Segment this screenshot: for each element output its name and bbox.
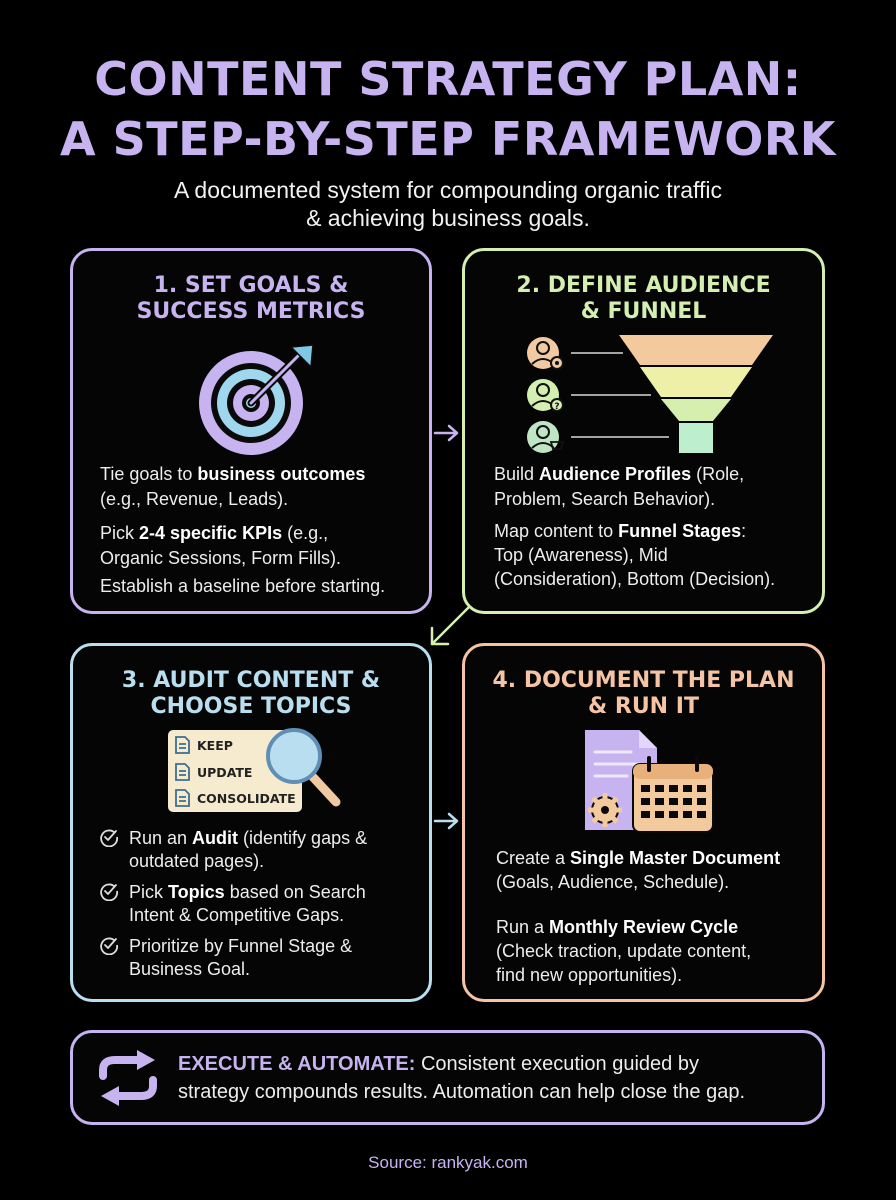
- step-3-bullet-3-line-1: Prioritize by Funnel Stage &: [129, 936, 353, 956]
- step-4-card: 4. DOCUMENT THE PLAN & RUN IT: [462, 643, 825, 1002]
- repeat-icon: [93, 1050, 163, 1111]
- execute-banner: EXECUTE & AUTOMATE: Consistent execution…: [70, 1030, 825, 1125]
- audit-label-update: UPDATE: [197, 765, 252, 780]
- page-title-line-1: CONTENT STRATEGY PLAN:: [94, 52, 802, 106]
- step-4-line-4: (Check traction, update content,: [496, 941, 752, 961]
- funnel-icon: ?: [523, 333, 783, 463]
- magnifier-icon: KEEP UPDATE CONSOLIDATE: [166, 726, 346, 821]
- calendar-icon: [579, 726, 719, 841]
- persona-question-icon: ?: [527, 379, 564, 412]
- arrow-down-left-icon: [424, 604, 472, 657]
- step-2-line-4: Top (Awareness), Mid: [494, 545, 668, 565]
- check-circle-icon: [99, 935, 119, 960]
- step-1-title-line-1: 1. SET GOALS &: [153, 273, 349, 298]
- check-circle-icon: [99, 827, 119, 852]
- persona-gear-icon: [527, 337, 564, 370]
- gear-icon: [588, 793, 622, 827]
- step-1-line-2: (e.g., Revenue, Leads).: [100, 489, 289, 509]
- step-3-bullet-2-line-2: Intent & Competitive Gaps.: [129, 905, 345, 925]
- step-2-line-5: (Consideration), Bottom (Decision).: [494, 569, 776, 589]
- step-2-line-1: Build Audience Profiles (Role,: [494, 464, 745, 484]
- step-2-card: 2. DEFINE AUDIENCE & FUNNEL ?: [462, 248, 825, 614]
- step-3-title-line-1: 3. AUDIT CONTENT &: [121, 668, 381, 693]
- step-4-title-line-2: & RUN IT: [588, 694, 699, 719]
- step-3-bullet-3-line-2: Business Goal.: [129, 959, 251, 979]
- persona-cart-icon: [527, 421, 565, 453]
- step-3-title-line-2: CHOOSE TOPICS: [150, 694, 352, 719]
- step-4-line-5: find new opportunities).: [496, 965, 683, 985]
- arrow-right-icon: [433, 422, 461, 449]
- source-credit: Source: rankyak.com: [368, 1153, 528, 1172]
- step-3-bullet-1-line-2: outdated pages).: [129, 851, 265, 871]
- calendar-grid-icon: [632, 756, 714, 833]
- step-1-line-3: Pick 2-4 specific KPIs (e.g.,: [100, 523, 329, 543]
- banner-line-2: strategy compounds results. Automation c…: [178, 1081, 746, 1103]
- check-circle-icon: [99, 881, 119, 906]
- target-icon: [191, 341, 321, 466]
- banner-line-1: EXECUTE & AUTOMATE: Consistent execution…: [178, 1053, 699, 1075]
- step-3-bullet-1-line-1: Run an Audit (identify gaps &: [129, 828, 368, 848]
- step-2-line-2: Problem, Search Behavior).: [494, 489, 716, 509]
- step-2-line-3: Map content to Funnel Stages:: [494, 521, 747, 541]
- step-1-card: 1. SET GOALS & SUCCESS METRICS Tie goals…: [70, 248, 432, 614]
- step-1-line-5: Establish a baseline before starting.: [100, 576, 386, 596]
- step-2-title-line-2: & FUNNEL: [580, 299, 707, 324]
- step-1-title-line-2: SUCCESS METRICS: [136, 299, 366, 324]
- subtitle-line-2: & achieving business goals.: [306, 205, 590, 231]
- step-1-line-1: Tie goals to business outcomes: [100, 464, 366, 484]
- step-4-line-2: (Goals, Audience, Schedule).: [496, 872, 730, 892]
- step-2-title-line-1: 2. DEFINE AUDIENCE: [516, 273, 771, 298]
- page-title-line-2: A STEP-BY-STEP FRAMEWORK: [60, 112, 836, 166]
- step-3-bullet-2-line-1: Pick Topics based on Search: [129, 882, 366, 902]
- arrow-right-icon: [433, 810, 461, 837]
- audit-label-keep: KEEP: [197, 738, 233, 753]
- step-4-title-line-1: 4. DOCUMENT THE PLAN: [492, 668, 795, 693]
- step-4-line-3: Run a Monthly Review Cycle: [496, 917, 739, 937]
- step-1-line-4: Organic Sessions, Form Fills).: [100, 548, 342, 568]
- step-4-line-1: Create a Single Master Document: [496, 848, 781, 868]
- step-3-card: 3. AUDIT CONTENT & CHOOSE TOPICS KEEP UP…: [70, 643, 432, 1002]
- audit-label-consolidate: CONSOLIDATE: [197, 791, 296, 806]
- subtitle-line-1: A documented system for compounding orga…: [173, 177, 723, 203]
- svg-text:?: ?: [554, 402, 559, 412]
